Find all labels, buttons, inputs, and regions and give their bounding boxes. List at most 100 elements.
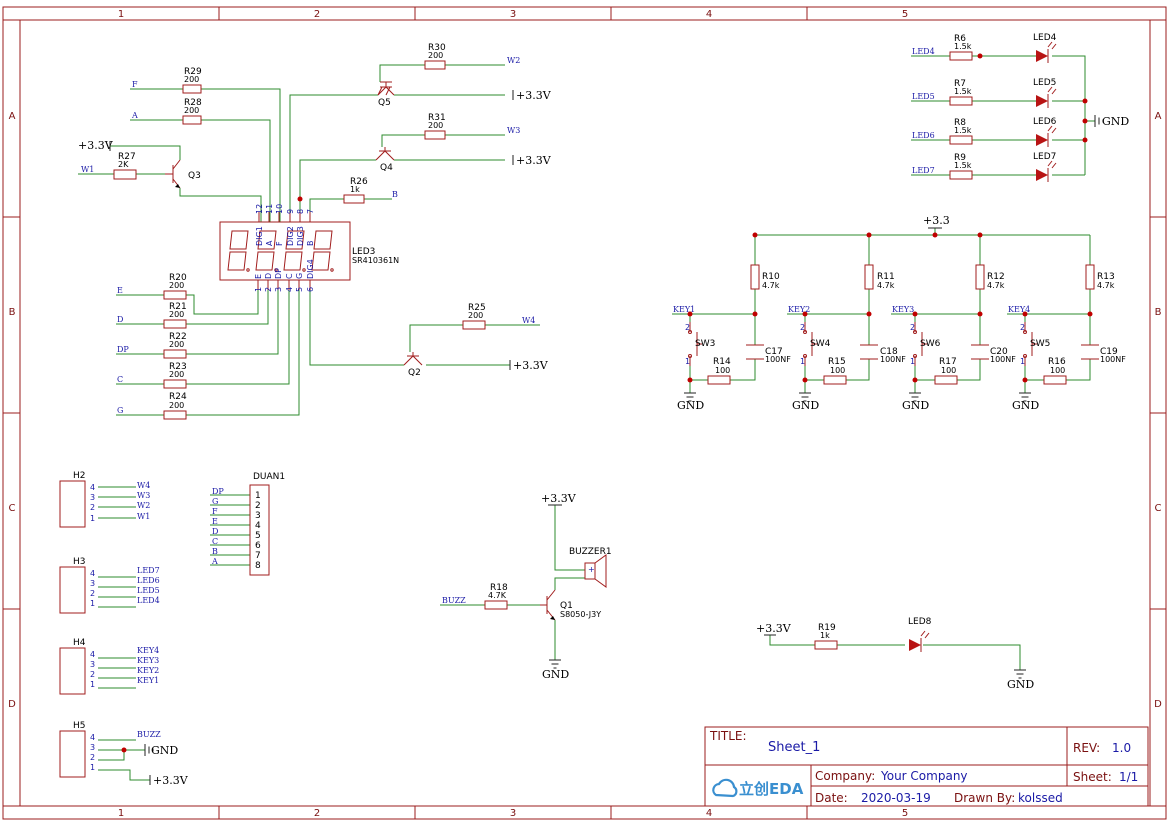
h4-net-KEY3: KEY3 [137, 656, 159, 665]
h4-pin2: 2 [90, 670, 95, 679]
duan1-net-label: F [212, 507, 218, 516]
net-label-KEY2: KEY2 [788, 305, 810, 314]
led8-ref: LED8 [908, 617, 932, 627]
display-top-pin-number: 8 [296, 209, 305, 214]
net-label-LED6: LED6 [912, 131, 935, 140]
row-label-D: D [8, 699, 16, 710]
transistor-Q3[interactable]: Q3 [165, 159, 201, 189]
resistor-R9[interactable]: R9 1.5k [949, 153, 973, 180]
resistor-R23[interactable]: R23 200 [163, 362, 187, 389]
resistor-R25[interactable]: R25 200 [462, 303, 486, 330]
capacitor-C19[interactable]: C19 100NF [1081, 344, 1126, 364]
drawn-by-label: Drawn By: [954, 791, 1015, 805]
resistor-R18[interactable]: R18 4.7K [484, 583, 508, 610]
transistor-Q1[interactable]: Q1 S8050-J3Y [540, 589, 601, 621]
h4-pin4: 4 [90, 650, 95, 659]
resistor-R22[interactable]: R22 200 [163, 332, 187, 359]
led-LED4[interactable]: LED4 [1033, 33, 1057, 63]
resistor-R8[interactable]: R8 1.5k [949, 118, 973, 145]
resistor-R19[interactable]: R19 1k [814, 623, 838, 650]
r24-val: 200 [169, 401, 184, 410]
gnd-label-sw4: GND [792, 399, 819, 412]
h3-ref: H3 [73, 557, 86, 567]
header-H2[interactable]: H2 4 3 2 1 [59, 471, 95, 528]
led-LED8[interactable]: LED8 [908, 617, 932, 652]
h4-net-KEY4: KEY4 [137, 646, 159, 655]
r19-ref: R19 [818, 623, 836, 633]
led-LED5[interactable]: LED5 [1033, 78, 1057, 108]
resistor-R11[interactable]: R11 4.7k [864, 264, 895, 290]
switch-SW5[interactable]: SW5 2 1 [1020, 322, 1050, 366]
display-bottom-pin-number: 1 [254, 287, 263, 292]
capacitor-C20[interactable]: C20 100NF [971, 344, 1016, 364]
gnd-icon [799, 392, 811, 402]
resistor-R31[interactable]: R31 200 [424, 113, 446, 140]
transistor-Q5[interactable]: Q5 [377, 81, 395, 108]
transistor-Q2[interactable]: Q2 [403, 352, 423, 378]
power-3v3-keys: +3.3 [923, 214, 950, 227]
column-label-bottom-2: 2 [314, 808, 320, 819]
h5-pin4: 4 [90, 733, 95, 742]
display-bottom-pin-number: 5 [295, 287, 304, 292]
resistor-R21[interactable]: R21 200 [163, 302, 187, 329]
led-LED6[interactable]: LED6 [1033, 117, 1057, 147]
resistor-R24[interactable]: R24 200 [163, 392, 187, 420]
h2-net-W1: W1 [137, 512, 150, 521]
buzzer-BUZZER1[interactable]: BUZZER1 + [569, 547, 612, 588]
r30-val: 200 [428, 51, 443, 60]
power-3v3-h5: +3.3V [153, 774, 189, 787]
resistors: R29 200 R28 200 R27 2K R20 200 R21 200 R… [113, 34, 1115, 650]
header-H5[interactable]: H5 4 3 2 1 [59, 721, 95, 778]
resistor-R20[interactable]: R20 200 [163, 273, 187, 300]
resistor-R7[interactable]: R7 1.5k [949, 79, 973, 106]
resistor-R26[interactable]: R26 1k [343, 177, 368, 204]
r10-val: 4.7k [762, 281, 780, 290]
easyeda-logo-text: 立创EDA [739, 780, 804, 798]
transistor-Q4[interactable]: Q4 [375, 147, 395, 173]
resistor-R15[interactable]: R15 100 [823, 357, 847, 385]
gnd-icon [909, 392, 921, 402]
net-label-C: C [117, 375, 123, 384]
h3-net-LED5: LED5 [137, 586, 160, 595]
switch-SW3[interactable]: SW3 2 1 [685, 322, 715, 366]
row-label-right-D: D [1154, 699, 1162, 710]
capacitor-C18[interactable]: C18 100NF [860, 344, 906, 364]
duan1-pin-number: 2 [255, 501, 261, 511]
display-top-pin-name: A [265, 240, 274, 246]
resistor-R13[interactable]: R13 4.7k [1085, 264, 1115, 290]
r31-val: 200 [428, 121, 443, 130]
header-H4[interactable]: H4 4 3 2 1 [59, 638, 95, 695]
resistor-R17[interactable]: R17 100 [934, 357, 958, 385]
capacitor-C17[interactable]: C17 100NF [746, 344, 791, 364]
header-H3[interactable]: H3 4 3 2 1 [59, 557, 95, 614]
resistor-R29[interactable]: R29 200 [182, 67, 202, 94]
gnd-label-q1: GND [542, 668, 569, 681]
resistor-R6[interactable]: R6 1.5k [949, 34, 973, 61]
resistor-R14[interactable]: R14 100 [707, 357, 731, 385]
resistor-R16[interactable]: R16 100 [1043, 357, 1067, 385]
resistor-R28[interactable]: R28 200 [182, 98, 202, 125]
resistor-R12[interactable]: R12 4.7k [975, 264, 1005, 290]
resistor-R10[interactable]: R10 4.7k [750, 264, 780, 290]
switch-SW4[interactable]: SW4 2 1 [800, 322, 831, 366]
led7-ref: LED7 [1033, 152, 1056, 162]
column-label-2: 2 [314, 9, 320, 20]
h4-pin3: 3 [90, 660, 95, 669]
net-label-W3: W3 [507, 126, 520, 135]
led-LED7[interactable]: LED7 [1033, 152, 1057, 182]
h3-net-LED4: LED4 [137, 596, 160, 605]
display-bottom-pin-name: DIG4 [306, 259, 315, 279]
duan1-pin-number: 1 [255, 491, 261, 501]
r8-val: 1.5k [954, 126, 972, 135]
resistor-R30[interactable]: R30 200 [424, 43, 446, 70]
q4-ref: Q4 [380, 163, 393, 173]
switch-SW6[interactable]: SW6 2 1 [910, 322, 941, 366]
display-bottom-pin-name: G [295, 273, 304, 279]
h3-pin1: 1 [90, 599, 95, 608]
q1-ref: Q1 [560, 601, 573, 611]
resistor-R27[interactable]: R27 2K [113, 152, 137, 180]
sw5-ref: SW5 [1030, 339, 1050, 349]
